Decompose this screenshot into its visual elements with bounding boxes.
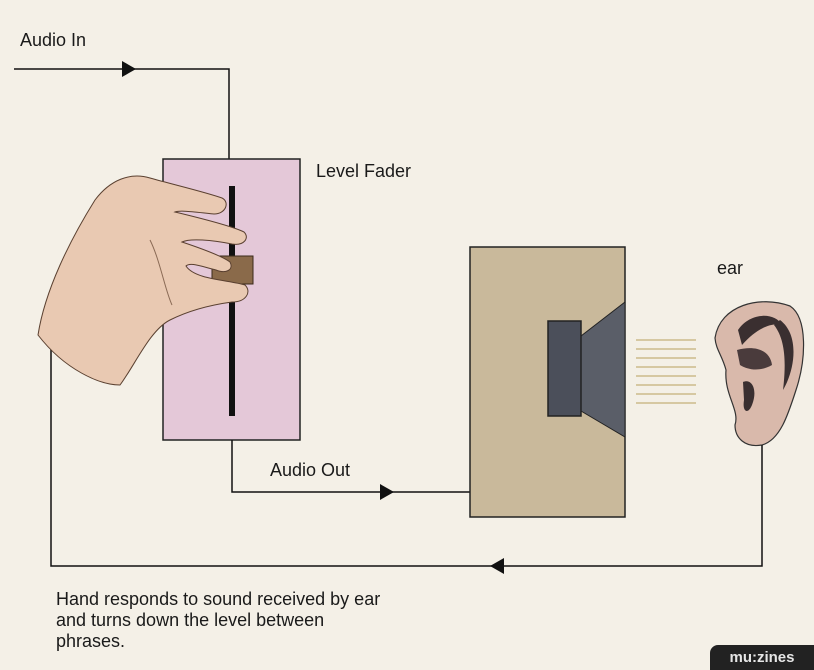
arrow-left-icon [490,558,504,574]
arrow-right-icon [122,61,136,77]
audio-in-wire [14,68,230,159]
audio-out-wire [231,440,470,493]
muzines-logo: mu:zines [710,645,814,670]
audio-out-label: Audio Out [270,460,351,480]
feedback-wire [50,335,763,567]
level-fader-label: Level Fader [316,161,412,181]
ear-label: ear [717,258,744,278]
sound-waves [636,339,696,404]
arrow-right-icon [380,484,394,500]
hand-icon [37,175,249,386]
speaker-magnet [547,320,582,417]
ear-icon [714,301,805,447]
caption: Hand responds to sound received by ear a… [56,589,380,652]
caption-line: phrases. [56,631,126,651]
audio-in-label: Audio In [20,30,87,50]
caption-line: and turns down the level between [56,610,325,630]
caption-line: Hand responds to sound received by ear [56,589,381,609]
